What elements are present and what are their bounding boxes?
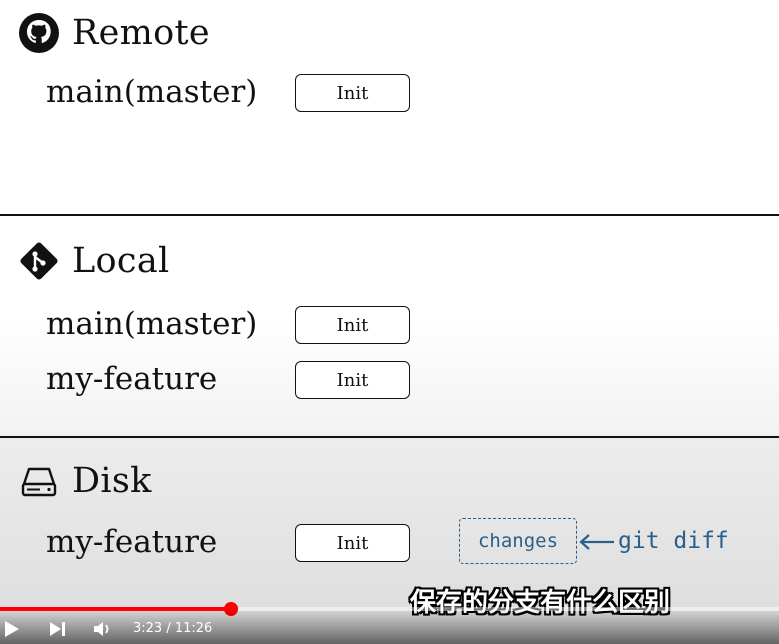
commit-box: Init (295, 361, 410, 399)
local-heading: Local (18, 240, 169, 282)
branch-name: main(master) (46, 306, 258, 342)
player-controls: 3:23 / 11:26 (0, 611, 779, 644)
disk-branch-my-feature: my-feature Init (46, 522, 426, 564)
play-icon[interactable] (2, 619, 22, 639)
local-branch-main: main(master) Init (46, 304, 426, 346)
changes-box: changes (459, 518, 577, 564)
remote-heading: Remote (18, 12, 210, 54)
github-icon (19, 13, 59, 53)
disk-title: Disk (72, 461, 152, 501)
local-title: Local (72, 241, 170, 281)
time-separator: / (162, 621, 175, 636)
duration: 11:26 (174, 621, 213, 636)
volume-icon[interactable] (92, 619, 114, 639)
commit-box: Init (295, 524, 410, 562)
git-icon (20, 242, 58, 280)
local-section: Local main(master) Init my-feature Init (0, 214, 779, 436)
branch-name: my-feature (46, 524, 218, 560)
branch-name: my-feature (46, 361, 218, 397)
local-branch-my-feature: my-feature Init (46, 359, 426, 401)
next-icon[interactable] (48, 619, 68, 639)
commit-box: Init (295, 74, 410, 112)
commit-box: Init (295, 306, 410, 344)
remote-title: Remote (72, 13, 210, 53)
hard-drive-icon (21, 467, 57, 497)
time-display: 3:23 / 11:26 (133, 621, 212, 636)
branch-name: main(master) (46, 74, 258, 110)
progress-fill (0, 607, 231, 611)
remote-branch-main: main(master) Init (46, 72, 426, 114)
current-time: 3:23 (133, 621, 163, 636)
disk-heading: Disk (18, 460, 152, 502)
arrow-left-icon (579, 534, 614, 550)
remote-section: Remote main(master) Init (0, 0, 779, 214)
git-diff-label: git diff (618, 528, 729, 554)
